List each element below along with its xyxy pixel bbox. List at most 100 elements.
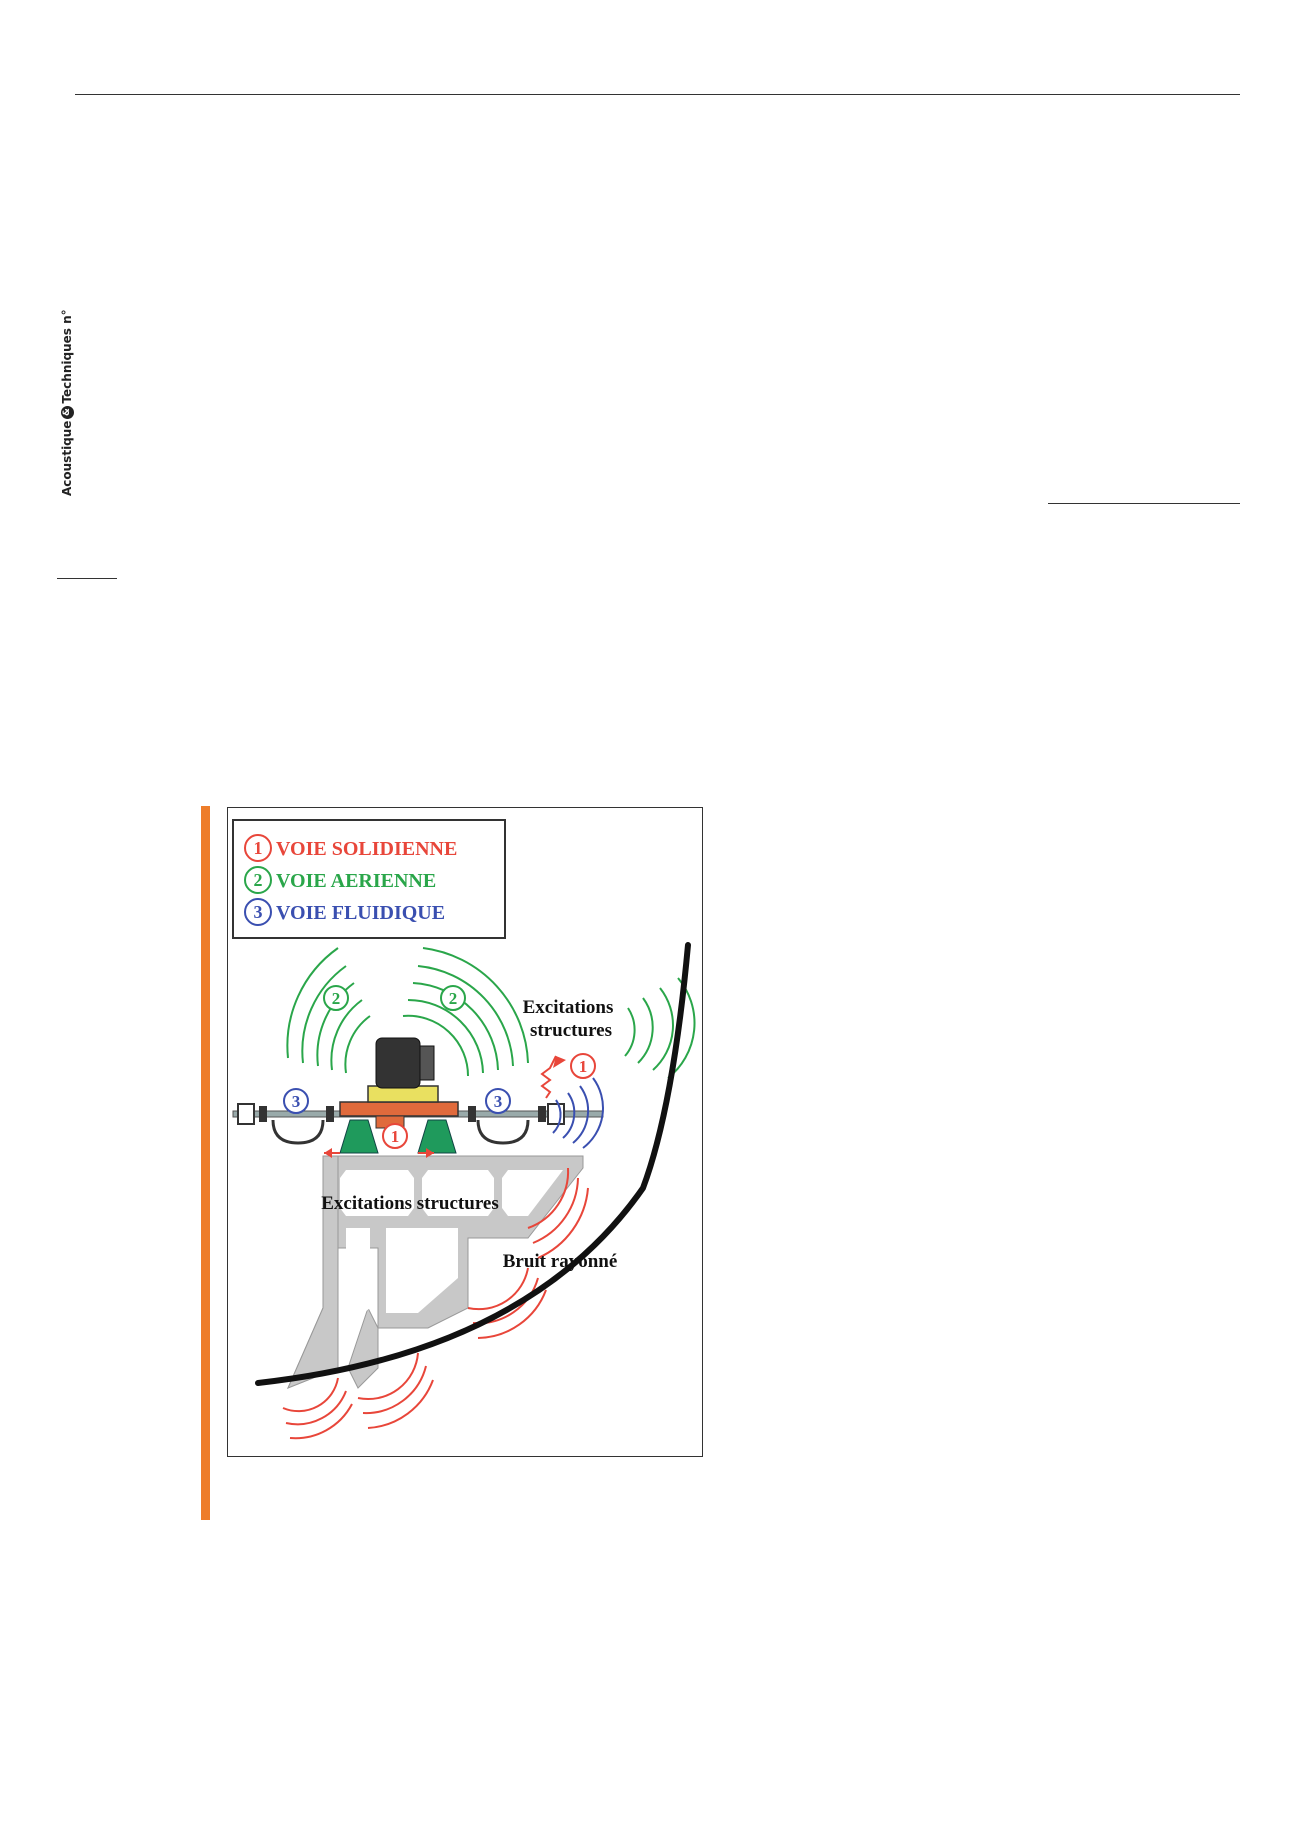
fluid-wave-2 (572, 1085, 590, 1144)
solid-marker-circle-bottom (382, 1123, 408, 1149)
fluid-wave-1 (582, 1077, 604, 1149)
fluid-marker-right: 3 (485, 1088, 511, 1114)
pipe-flange-left (259, 1106, 267, 1122)
fluid-marker-num-left: 3 (292, 1092, 301, 1111)
pipe-flange-2 (326, 1106, 334, 1122)
legend-num-2: 2 (254, 870, 263, 890)
air-wave-right-4 (407, 999, 484, 1074)
legend-label-2: VOIE AERIENNE (276, 870, 436, 892)
noise-wave-a2 (532, 1177, 579, 1244)
mount-left (339, 1119, 379, 1154)
air-marker-num-right: 2 (449, 989, 458, 1008)
airborne-waves (286, 947, 696, 1079)
figure-accent-bar (201, 806, 210, 1520)
brand-part2: Techniques n° (60, 309, 74, 404)
air-marker-num-left: 2 (332, 989, 341, 1008)
noise-wave-c1 (357, 1352, 419, 1401)
air-wave-outside-2 (652, 987, 674, 1071)
label-excitations-bottom: Excitations structures (321, 1193, 499, 1214)
solid-marker-circle-top (570, 1053, 596, 1079)
legend-circle-1 (244, 834, 272, 862)
air-marker-left: 2 (323, 985, 349, 1011)
solid-arrowhead-left (324, 1148, 332, 1158)
solid-zigzag-head (553, 1056, 566, 1068)
pipe-flange-4 (538, 1106, 546, 1122)
mount-right (417, 1119, 457, 1154)
hull-wall (255, 942, 691, 1386)
solid-path-arrows (324, 1055, 566, 1158)
fluid-marker-num-right: 3 (494, 1092, 503, 1111)
transmission-diagram: 1 VOIE SOLIDIENNE 2 VOIE AERIENNE 3 VOIE… (232, 819, 696, 1440)
noise-wave-c2 (362, 1365, 427, 1415)
air-marker-circle-left (323, 985, 349, 1011)
legend-item-2: 2 VOIE AERIENNE (244, 866, 436, 894)
label-excitations-top-1: Excitations (523, 997, 614, 1018)
air-wave-left-4 (330, 999, 363, 1071)
opening-5 (386, 1228, 458, 1313)
opening-3 (502, 1170, 563, 1216)
noise-wave-a3 (537, 1187, 589, 1259)
legend-label-3: VOIE FLUIDIQUE (276, 902, 445, 924)
opening-4 (346, 1228, 370, 1328)
noise-wave-b1 (467, 1267, 529, 1311)
air-wave-outside-4 (624, 1007, 636, 1057)
motor-body (375, 1037, 421, 1089)
footnote-rule-right (1048, 503, 1240, 504)
structure-openings (340, 1170, 563, 1328)
legend-item-3: 3 VOIE FLUIDIQUE (244, 898, 445, 926)
air-wave-left-2 (301, 965, 347, 1064)
air-wave-outside-3 (637, 997, 654, 1064)
pipe-valve-left (237, 1103, 255, 1125)
noise-wave-d1 (282, 1377, 339, 1413)
footnote-rule-left (57, 578, 117, 579)
legend-circle-3 (244, 898, 272, 926)
brand-ampersand-icon: & (60, 405, 74, 419)
opening-1 (340, 1170, 414, 1216)
solid-marker-num-bottom: 1 (391, 1127, 400, 1146)
pipe-valve-right (547, 1103, 565, 1125)
motor-cap (419, 1045, 435, 1081)
legend-label-1: VOIE SOLIDIENNE (276, 838, 457, 860)
pipe-loop-right (476, 1119, 530, 1145)
pipe-loop-left (271, 1119, 325, 1145)
brand-part1: Acoustique (60, 420, 74, 496)
fluid-marker-circle-right (485, 1088, 511, 1114)
air-wave-right-2 (417, 965, 514, 1067)
motor-base (339, 1101, 459, 1117)
air-wave-left-5 (344, 1015, 371, 1074)
air-wave-right-5 (402, 1014, 470, 1077)
legend-num-1: 1 (254, 838, 263, 858)
noise-wave-a1 (527, 1167, 570, 1229)
solid-zigzag (540, 1055, 557, 1099)
journal-brand: Acoustique & Techniques n° (60, 309, 74, 496)
legend-circle-2 (244, 866, 272, 894)
fluid-marker-left: 3 (283, 1088, 309, 1114)
motor-assembly (339, 1037, 459, 1154)
air-marker-circle-right (440, 985, 466, 1011)
radiated-noise-waves (282, 1167, 589, 1440)
fluidic-waves (552, 1077, 604, 1149)
label-bruit-rayonne: Bruit rayonné (503, 1251, 618, 1272)
solid-marker-top: 1 (570, 1053, 596, 1079)
fluid-marker-circle-left (283, 1088, 309, 1114)
fluid-wave-4 (552, 1099, 562, 1134)
solid-marker-bottom: 1 (382, 1123, 408, 1149)
legend-num-3: 3 (254, 902, 263, 922)
transmission-paths-figure: 1 VOIE SOLIDIENNE 2 VOIE AERIENNE 3 VOIE… (227, 807, 703, 1457)
noise-wave-c3 (367, 1379, 434, 1429)
legend-item-1: 1 VOIE SOLIDIENNE (244, 834, 457, 862)
air-wave-right-3 (412, 982, 499, 1071)
air-marker-right: 2 (440, 985, 466, 1011)
pipe-flange-3 (468, 1106, 476, 1122)
noise-wave-d2 (285, 1390, 347, 1426)
air-wave-left-1 (286, 947, 339, 1059)
air-wave-right-1 (422, 947, 529, 1064)
structure-leg-left (287, 1155, 339, 1389)
legend-box (232, 819, 506, 939)
solid-arrowhead-right (426, 1148, 434, 1158)
noise-wave-b3 (477, 1289, 547, 1339)
opening-2 (422, 1170, 494, 1216)
label-excitations-top-2: structures (530, 1020, 612, 1041)
fluid-wave-3 (562, 1092, 576, 1139)
noise-wave-d3 (289, 1403, 353, 1440)
